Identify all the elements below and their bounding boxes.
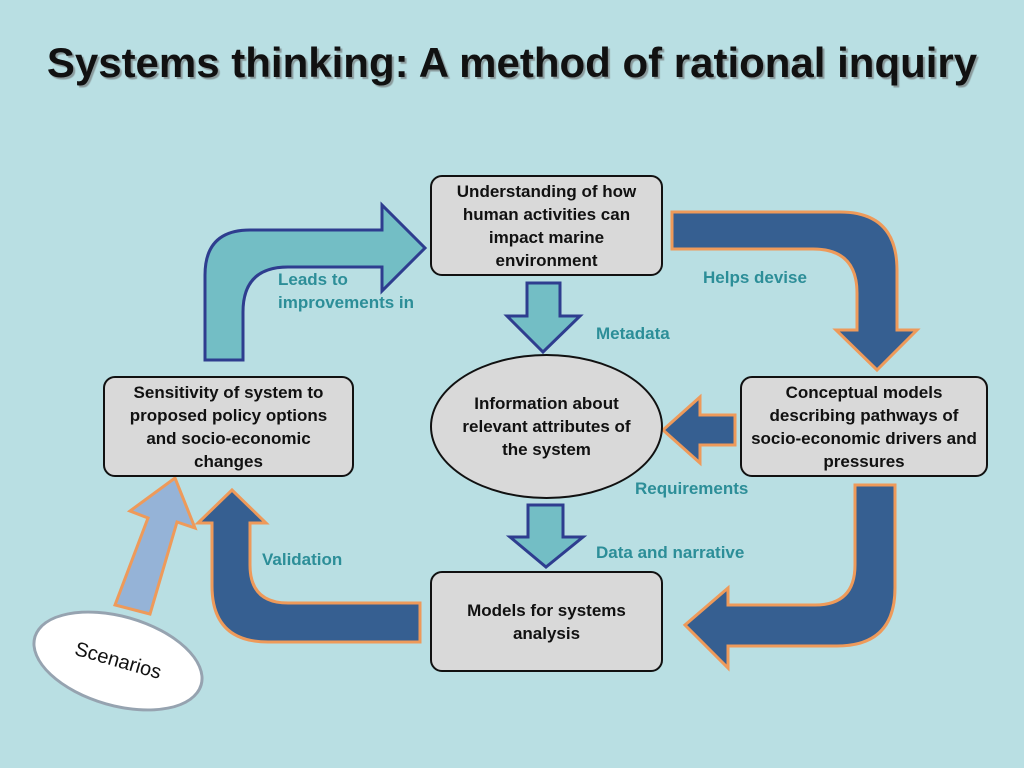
label-leads-to: Leads to improvements in	[278, 270, 415, 312]
label-data-and-narrative: Data and narrative	[596, 543, 745, 562]
node-sensitivity-text: Sensitivity of system to proposed policy…	[129, 382, 328, 471]
node-information-text: Information about relevant attributes of…	[462, 394, 631, 459]
node-conceptual-models: Conceptual models describing pathways of…	[740, 376, 988, 477]
node-conceptual-models-text: Conceptual models describing pathways of…	[751, 382, 977, 471]
arrow-scenarios	[113, 475, 198, 616]
node-scenarios-text: Scenarios	[72, 637, 164, 684]
label-requirements: Requirements	[635, 479, 749, 498]
arrow-data-and-narrative	[505, 503, 588, 569]
label-helps-devise: Helps devise	[703, 268, 807, 287]
label-validation: Validation	[262, 550, 343, 569]
node-understanding-text: Understanding of how human activities ca…	[456, 181, 637, 270]
arrow-validation	[194, 487, 422, 644]
arrow-data-flow-to-models	[682, 483, 897, 672]
arrow-requirements	[660, 393, 737, 467]
arrow-metadata	[503, 281, 584, 355]
node-sensitivity: Sensitivity of system to proposed policy…	[103, 376, 354, 477]
node-understanding: Understanding of how human activities ca…	[430, 175, 663, 276]
node-models-text: Models for systems analysis	[467, 600, 626, 643]
node-models: Models for systems analysis	[430, 571, 663, 672]
page-title: Systems thinking: A method of rational i…	[46, 39, 978, 86]
arrow-helps-devise	[670, 210, 921, 373]
arrow-leads-to-improvements	[203, 201, 428, 362]
label-metadata: Metadata	[596, 324, 670, 343]
node-information: Information about relevant attributes of…	[430, 354, 663, 499]
